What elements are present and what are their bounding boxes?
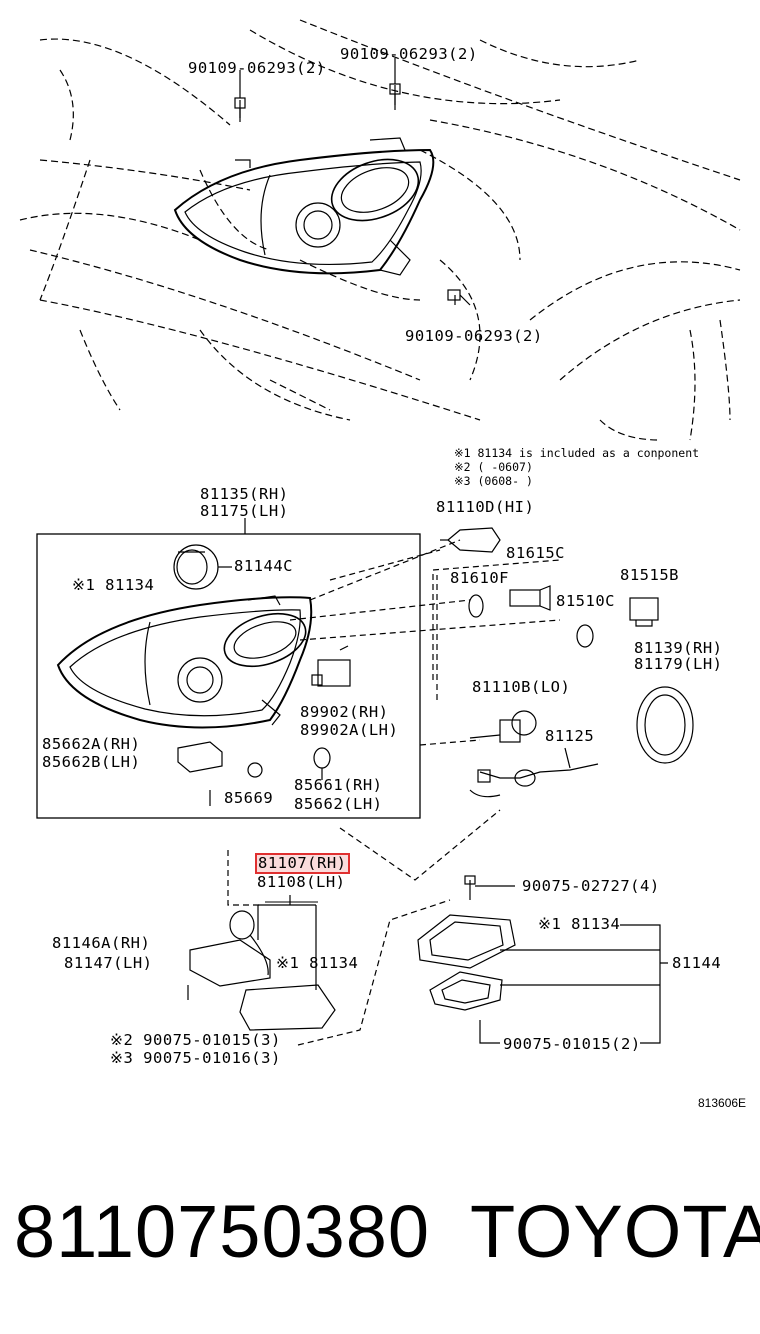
label-81515b: 81515B xyxy=(620,566,679,584)
label-90075-01016: ※3 90075-01016(3) xyxy=(110,1049,281,1067)
label-unit-lh: 81175(LH) xyxy=(200,502,289,520)
label-unit-rh: 81135(RH) xyxy=(200,485,289,503)
lamp-unit-box xyxy=(36,533,421,819)
label-90075-02727: 90075-02727(4) xyxy=(522,877,660,895)
label-85669: 85669 xyxy=(224,789,274,807)
bulb-85661 xyxy=(313,747,331,769)
label-89902: 89902(RH) xyxy=(300,703,389,721)
label-bolt-top-left: 90109-06293(2) xyxy=(188,59,326,77)
bulb-81510c xyxy=(576,624,594,648)
brand-name: TOYOTA xyxy=(470,1190,760,1273)
headlamp-top xyxy=(173,85,456,305)
label-81139: 81139(RH) xyxy=(634,639,723,657)
headlamp-unit xyxy=(56,595,313,729)
label-85662a: 85662A(RH) xyxy=(42,735,141,753)
label-81146a: 81146A(RH) xyxy=(52,934,151,952)
label-81144: 81144 xyxy=(672,954,722,972)
note-2: ※2 ( -0607) xyxy=(454,460,533,474)
label-81134-box: ※1 81134 xyxy=(72,576,155,594)
harness-81125 xyxy=(469,763,599,798)
label-bolt-top-right: 90109-06293(2) xyxy=(340,45,478,63)
label-81510c: 81510C xyxy=(556,592,615,610)
label-81110b: 81110B(LO) xyxy=(472,678,571,696)
note-3: ※3 (0608- ) xyxy=(454,474,533,488)
socket-81515b xyxy=(629,597,659,627)
ballast-81107 xyxy=(189,910,271,987)
label-85662: 85662(LH) xyxy=(294,795,383,813)
label-90075-01015b: 90075-01015(2) xyxy=(503,1035,641,1053)
socket-81615c xyxy=(509,585,551,611)
bulb-81610f xyxy=(468,594,484,618)
car-body-outline xyxy=(19,19,741,441)
label-89902a: 89902A(LH) xyxy=(300,721,399,739)
note-1: ※1 81134 is included as a conponent xyxy=(454,446,700,460)
bulb-81110b xyxy=(469,710,537,743)
cap-81144c xyxy=(173,544,219,590)
label-bolt-mid: 90109-06293(2) xyxy=(405,327,543,345)
label-81108: 81108(LH) xyxy=(257,873,346,891)
cover-81144-gasket xyxy=(429,971,503,1011)
figure-code: 813606E xyxy=(698,1096,747,1110)
label-85662b: 85662B(LH) xyxy=(42,753,141,771)
label-85661: 85661(RH) xyxy=(294,776,383,794)
label-81110d: 81110D(HI) xyxy=(436,498,535,516)
cover-81139 xyxy=(636,686,694,764)
label-81179: 81179(LH) xyxy=(634,655,723,673)
label-81107-highlighted: 81107(RH) xyxy=(255,853,350,874)
label-81125: 81125 xyxy=(545,727,595,745)
module-85662a xyxy=(177,741,223,773)
connector-89902 xyxy=(311,645,351,687)
part-number: 8110750380 xyxy=(14,1190,431,1273)
label-81144c: 81144C xyxy=(234,557,293,575)
cover-81144-top xyxy=(417,914,516,969)
bulb-81110d xyxy=(440,527,501,553)
label-81134-low: ※1 81134 xyxy=(276,954,359,972)
label-81147: 81147(LH) xyxy=(64,954,153,972)
label-90075-01015a: ※2 90075-01015(3) xyxy=(110,1031,281,1049)
label-81134-right: ※1 81134 xyxy=(538,915,621,933)
label-81615c: 81615C xyxy=(506,544,565,562)
label-81610f: 81610F xyxy=(450,569,509,587)
parts-diagram xyxy=(19,19,741,1046)
